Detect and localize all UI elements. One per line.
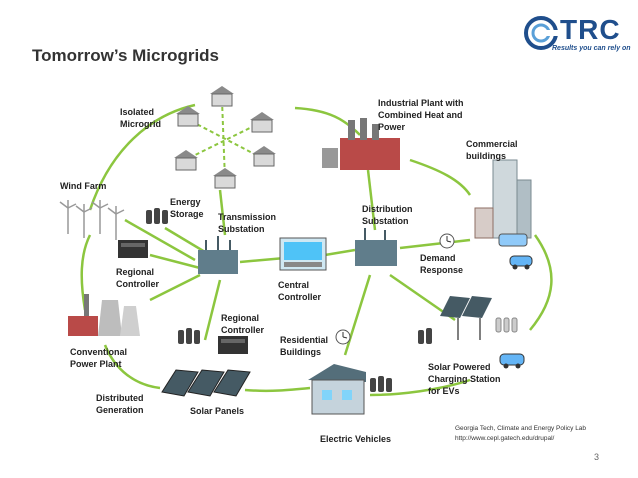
central-controller-icon (279, 237, 327, 271)
label-wind-farm: Wind Farm (60, 181, 107, 191)
car-icon (499, 353, 525, 369)
credit-line-1: Georgia Tech, Climate and Energy Policy … (455, 425, 587, 432)
residential-house-icon (308, 364, 366, 415)
clock-icon (439, 233, 455, 249)
label-regional-controller-bottom: Regional Controller (221, 313, 265, 335)
ring-bottom (244, 386, 311, 393)
slide-title: Tomorrow’s Microgrids (32, 46, 220, 65)
house-icon (176, 106, 200, 127)
spoke-trans-controller (149, 253, 201, 270)
label-distribution-substation: Distribution Substation (362, 204, 413, 226)
ring-bottom-left (103, 344, 161, 390)
trc-swirl-icon (524, 16, 558, 50)
label-transmission-substation: Transmission Substation (218, 212, 277, 234)
ring-right-top (409, 158, 472, 196)
label-central-controller: Central Controller (278, 280, 322, 302)
transmission-substation-icon (198, 236, 238, 274)
ring-bottom-right (369, 378, 471, 397)
clock-icon (335, 329, 351, 345)
battery-icon (178, 328, 200, 344)
regional-controller-icon (218, 336, 248, 354)
label-conventional-power-plant: Conventional Power Plant (70, 347, 128, 369)
spoke-central-dist (324, 248, 356, 257)
house-icon (210, 86, 234, 107)
industrial-plant-icon (322, 118, 400, 170)
regional-controller-icon (118, 240, 148, 258)
label-energy-storage: Energy Storage (170, 197, 204, 219)
house-icon (174, 150, 198, 171)
label-electric-vehicles: Electric Vehicles (320, 434, 392, 444)
label-industrial-plant: Industrial Plant with Combined Heat and … (378, 98, 464, 132)
spoke-dist-industrial (366, 169, 377, 231)
page-number: 3 (594, 452, 600, 462)
label-solar-charging-station: Solar Powered Charging Station for EVs (428, 362, 501, 396)
logo-tagline: Results you can rely on (552, 45, 631, 52)
label-residential-buildings: Residential Buildings (280, 335, 329, 357)
spoke-trans-plant (149, 273, 201, 302)
spoke-isolated-trans (218, 189, 227, 236)
house-icon (213, 168, 237, 189)
energy-storage-icon (146, 208, 168, 224)
logo-name: TRC (560, 14, 621, 45)
trc-logo: TRC Results you can rely on (524, 12, 634, 56)
car-icon (509, 255, 533, 270)
label-demand-response: Demand Response (420, 253, 464, 275)
house-icon (250, 112, 274, 133)
label-isolated-microgrid: Isolated Microgrid (120, 107, 162, 129)
ring-top-left (88, 103, 196, 211)
wind-farm-icon (59, 200, 125, 240)
spoke-trans-wind (124, 218, 196, 262)
ring-right (529, 234, 553, 331)
label-solar-panels: Solar Panels (190, 406, 245, 416)
house-icon (252, 146, 276, 167)
spoke-trans-central (239, 256, 286, 264)
credit-url[interactable]: http://www.cepl.gatech.edu/drupal/ (455, 435, 555, 442)
ring-top-right (294, 106, 361, 136)
battery-icon (370, 376, 392, 392)
source-credit: Georgia Tech, Climate and Energy Policy … (455, 424, 586, 444)
spoke-dist-demand (399, 238, 471, 250)
isolated-microgrid-cluster (174, 86, 276, 189)
solar-charging-station-icon (418, 296, 518, 344)
power-plant-icon (68, 294, 140, 336)
spoke-dist-residential (343, 274, 372, 356)
solar-panels-icon (161, 369, 251, 397)
label-commercial-buildings: Commercial buildings (466, 139, 518, 161)
ring-left (80, 234, 92, 311)
label-regional-controller-left: Regional Controller (116, 267, 160, 289)
distribution-substation-icon (355, 228, 397, 266)
spoke-trans-regional (203, 279, 222, 341)
label-distributed-generation: Distributed Generation (96, 393, 144, 415)
commercial-buildings-icon (474, 159, 532, 247)
